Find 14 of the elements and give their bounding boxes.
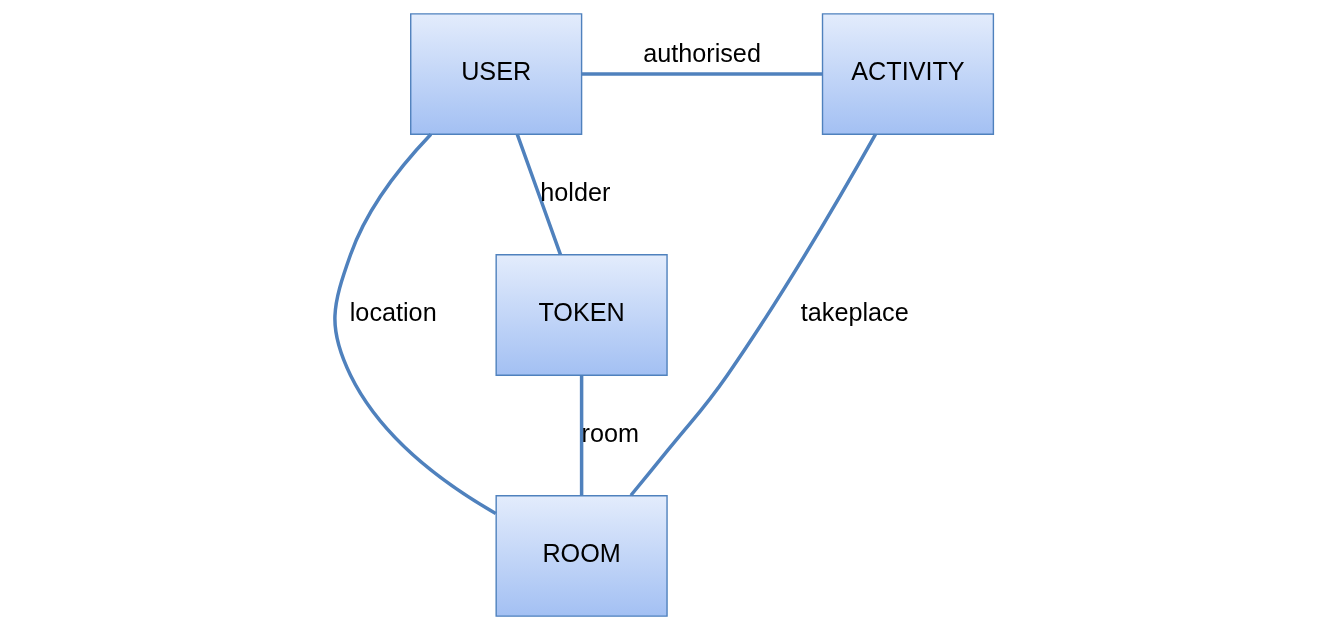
connector xyxy=(333,133,497,515)
node-box: TOKEN xyxy=(495,254,668,376)
connector xyxy=(579,375,584,496)
edge-label: room xyxy=(581,418,640,447)
connector xyxy=(515,133,563,256)
connector xyxy=(582,72,823,76)
connector xyxy=(629,133,877,497)
edge-label: authorised xyxy=(643,39,761,68)
node-box: USER xyxy=(410,13,583,135)
edge-label: holder xyxy=(540,177,611,206)
node-box: ROOM xyxy=(495,495,668,617)
edge-label: takeplace xyxy=(800,298,909,327)
node-box: ACTIVITY xyxy=(821,13,995,135)
edge-label: location xyxy=(349,298,437,327)
